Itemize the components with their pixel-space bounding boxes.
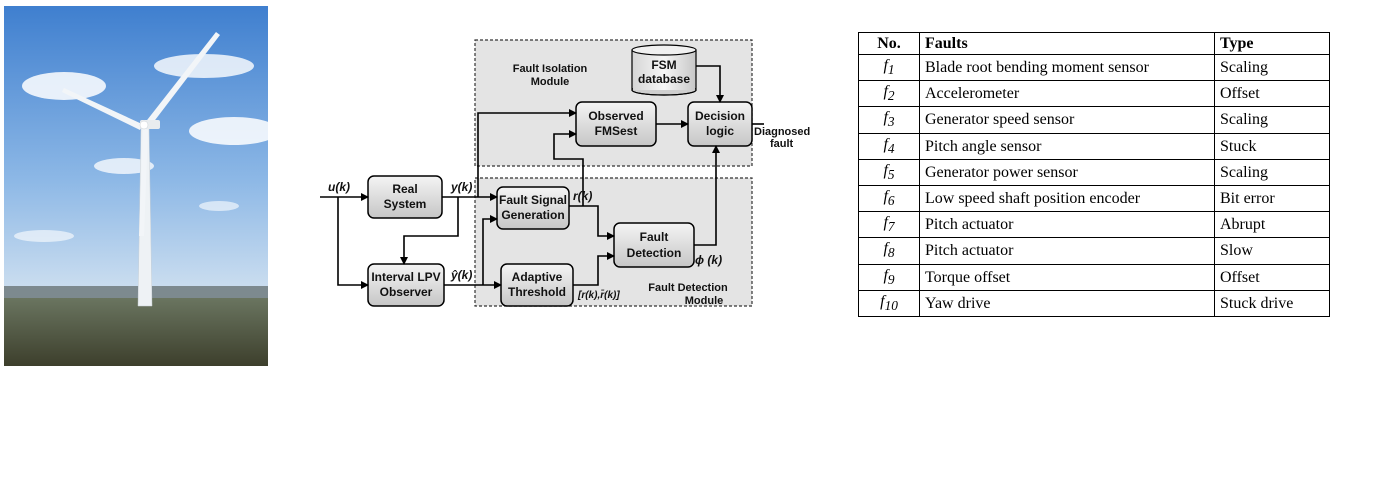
- fault-type: Offset: [1214, 263, 1330, 291]
- svg-text:Generation: Generation: [501, 208, 564, 222]
- signal-u-label: u(k): [328, 180, 350, 194]
- header-type: Type: [1214, 32, 1330, 55]
- fault-name: Pitch actuator: [919, 237, 1215, 265]
- svg-text:System: System: [384, 197, 427, 211]
- diagnosed-fault-label-2: fault: [770, 138, 794, 150]
- real-system-block: Real System: [367, 175, 443, 219]
- wind-turbine-photo: [4, 6, 268, 366]
- svg-text:Real: Real: [392, 182, 417, 196]
- fault-name: Low speed shaft position encoder: [919, 184, 1215, 213]
- fault-type: Bit error: [1214, 184, 1330, 213]
- signal-bounds-label: [r(k),r̄(k)]: [577, 289, 620, 301]
- signal-yhat-label: ŷ(k): [450, 268, 472, 282]
- fault-diagnosis-diagram: Fault Isolation Module Fault Detection M…: [318, 36, 810, 312]
- fault-id: f8: [858, 237, 920, 265]
- fault-id: f6: [858, 184, 920, 213]
- signal-connections: [320, 65, 764, 289]
- diagnosed-fault-label-1: Diagnosed: [754, 126, 810, 138]
- header-no: No.: [858, 32, 920, 55]
- detection-module-label-2: Module: [685, 295, 724, 307]
- svg-text:Interval LPV: Interval LPV: [371, 270, 440, 284]
- observed-fmsest-block: Observed FMSest: [575, 101, 657, 147]
- fault-name: Pitch actuator: [919, 211, 1215, 239]
- detection-module-label-1: Fault Detection: [648, 282, 728, 294]
- svg-text:database: database: [638, 72, 690, 86]
- signal-phi-label: ϕ (k): [695, 253, 722, 267]
- decision-logic-block: Decision logic: [687, 101, 753, 147]
- fault-type: Scaling: [1214, 53, 1330, 82]
- interval-lpv-observer-block: Interval LPV Observer: [367, 263, 445, 307]
- svg-text:Decision: Decision: [695, 109, 745, 123]
- adaptive-threshold-block: Adaptive Threshold: [500, 263, 574, 307]
- fault-name: Yaw drive: [919, 289, 1215, 317]
- fault-id: f2: [858, 80, 920, 108]
- fault-type: Offset: [1214, 80, 1330, 108]
- svg-text:FMSest: FMSest: [595, 124, 638, 138]
- fault-type: Stuck: [1214, 132, 1330, 160]
- table-header-row: No. Faults Type: [858, 32, 1330, 55]
- wind-turbine-icon: [4, 6, 268, 366]
- fault-signal-generation-block: Fault Signal Generation: [496, 186, 570, 230]
- svg-text:Adaptive: Adaptive: [512, 270, 563, 284]
- svg-text:Observed: Observed: [588, 109, 643, 123]
- fault-name: Generator speed sensor: [919, 106, 1215, 134]
- fault-id: f3: [858, 106, 920, 134]
- fault-name: Blade root bending moment sensor: [919, 53, 1215, 82]
- fault-id: f5: [858, 158, 920, 186]
- fault-id: f10: [858, 289, 920, 317]
- fault-name: Torque offset: [919, 263, 1215, 291]
- header-faults: Faults: [919, 32, 1215, 55]
- fault-detection-block: Fault Detection: [613, 222, 695, 268]
- signal-y-label: y(k): [450, 180, 472, 194]
- isolation-module-label-1: Fault Isolation: [513, 63, 588, 75]
- signal-r-label: r(k): [573, 189, 592, 203]
- fault-id: f7: [858, 211, 920, 239]
- svg-text:Detection: Detection: [627, 246, 682, 260]
- fault-type: Abrupt: [1214, 211, 1330, 239]
- isolation-module-label-2: Module: [531, 76, 570, 88]
- svg-text:Fault Signal: Fault Signal: [499, 193, 567, 207]
- svg-text:Observer: Observer: [380, 285, 433, 299]
- svg-text:FSM: FSM: [651, 58, 676, 72]
- fault-id: f4: [858, 132, 920, 160]
- svg-text:Fault: Fault: [640, 230, 669, 244]
- svg-text:logic: logic: [706, 124, 734, 138]
- fault-type: Scaling: [1214, 106, 1330, 134]
- fsm-database-block: FSM database: [631, 44, 697, 96]
- fault-type: Scaling: [1214, 158, 1330, 186]
- fault-id: f1: [858, 53, 920, 82]
- fault-id: f9: [858, 263, 920, 291]
- fault-name: Accelerometer: [919, 80, 1215, 108]
- fault-type: Stuck drive: [1214, 289, 1330, 317]
- fault-name: Pitch angle sensor: [919, 132, 1215, 160]
- fault-name: Generator power sensor: [919, 158, 1215, 186]
- svg-text:Threshold: Threshold: [508, 285, 566, 299]
- fault-type: Slow: [1214, 237, 1330, 265]
